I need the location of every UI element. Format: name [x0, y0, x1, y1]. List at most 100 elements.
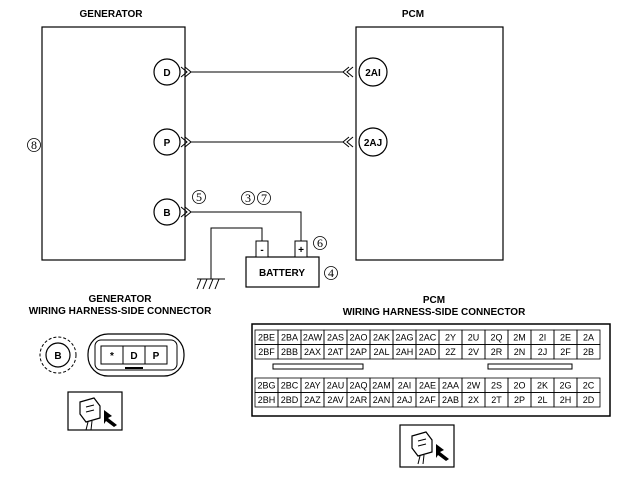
- pcm-pin-label: 2Z: [445, 347, 456, 357]
- battery-neg-terminal: -: [260, 245, 263, 256]
- svg-text:3: 3: [245, 191, 251, 205]
- gen-connector-single: B: [39, 336, 77, 374]
- pcm-pin-label: 2C: [583, 381, 595, 391]
- generator-title: GENERATOR: [80, 9, 144, 20]
- pcm-pin-label: 2AW: [303, 333, 323, 343]
- pcm-pin-label: 2AC: [419, 333, 437, 343]
- pcm-pin-label: 2AU: [327, 381, 345, 391]
- pcm-pin-label: 2U: [468, 333, 480, 343]
- pcm-connector-title-1: PCM: [423, 295, 445, 306]
- pcm-pin-label: 2H: [560, 395, 572, 405]
- battery-label: BATTERY: [259, 268, 305, 279]
- pcm-pin-label: 2BB: [281, 347, 298, 357]
- battery-pos-terminal: +: [298, 245, 304, 256]
- pcm-pin-label: 2AQ: [349, 381, 367, 391]
- pcm-slot-right: [487, 363, 573, 370]
- pcm-pin-label: 2Y: [445, 333, 456, 343]
- pcm-slot-left: [272, 363, 364, 370]
- svg-text:P: P: [153, 351, 160, 362]
- pcm-pin-label: 2AX: [304, 347, 321, 357]
- gen-connector-title-1: GENERATOR: [89, 294, 153, 305]
- svg-text:*: *: [110, 351, 114, 362]
- pcm-pin-label: 2AA: [442, 381, 459, 391]
- pcm-pin-label: 2BA: [281, 333, 298, 343]
- pcm-pin-label: 2D: [583, 395, 595, 405]
- pcm-pin-label: 2P: [514, 395, 525, 405]
- pcm-pin-label: 2AO: [349, 333, 367, 343]
- pcm-connector-grid: 2BE 2BA 2AW 2AS 2AO 2AK 2AG 2AC 2Y 2U 2Q 2M 2I 2E 2A 2B…: [254, 329, 601, 408]
- connector-view-icon: [399, 424, 455, 468]
- pcm-pin-label: 2T: [491, 395, 502, 405]
- pcm-pin-label: 2N: [514, 347, 526, 357]
- callout-7: 7: [257, 191, 271, 205]
- pcm-pin-label: 2AF: [419, 395, 436, 405]
- pcm-pin-label: 2Q: [490, 333, 502, 343]
- pcm-pin-label: 2AK: [373, 333, 390, 343]
- callout-8: 8: [27, 138, 41, 152]
- battery: - + BATTERY: [245, 240, 320, 288]
- pcm-pin-label: 2AZ: [304, 395, 321, 405]
- pcm-pin-2aj: 2AJ: [358, 127, 388, 157]
- pcm-cell: [576, 344, 601, 360]
- gen-connector-title-2: WIRING HARNESS-SIDE CONNECTOR: [29, 306, 212, 317]
- svg-text:2AI: 2AI: [365, 68, 381, 79]
- pcm-connector-frame: [251, 323, 611, 417]
- pcm-pin-label: 2BE: [258, 333, 275, 343]
- svg-text:2AJ: 2AJ: [364, 138, 382, 149]
- pcm-pin-2ai: 2AI: [358, 57, 388, 87]
- pcm-pin-label: 2K: [537, 381, 548, 391]
- generator-pin-d: D: [153, 58, 181, 86]
- pcm-pin-label: 2X: [468, 395, 479, 405]
- pcm-pin-label: 2I: [539, 333, 547, 343]
- pcm-pin-label: 2B: [583, 347, 594, 357]
- pcm-pin-label: 2L: [537, 395, 547, 405]
- svg-text:7: 7: [261, 191, 267, 205]
- pcm-pin-label: 2AD: [419, 347, 437, 357]
- pcm-pin-label: 2AN: [373, 395, 391, 405]
- callout-6: 6: [313, 236, 327, 250]
- pcm-pin-label: 2AB: [442, 395, 459, 405]
- pcm-pin-label: 2AH: [396, 347, 414, 357]
- pcm-pin-label: 2AT: [328, 347, 344, 357]
- pcm-pin-label: 2M: [513, 333, 526, 343]
- pcm-pin-label: 2BF: [258, 347, 275, 357]
- pcm-pin-label: 2AM: [372, 381, 391, 391]
- wire-p-2aj: [180, 136, 354, 148]
- svg-text:D: D: [130, 351, 137, 362]
- pcm-connector-title-2: WIRING HARNESS-SIDE CONNECTOR: [343, 307, 526, 318]
- connector-view-icon: [67, 391, 123, 431]
- pcm-pin-label: 2F: [560, 347, 571, 357]
- pcm-pin-label: 2BH: [258, 395, 276, 405]
- pcm-pin-label: 2AJ: [397, 395, 413, 405]
- svg-text:5: 5: [196, 190, 202, 204]
- pcm-pin-label: 2BG: [257, 381, 275, 391]
- pcm-pin-label: 2AP: [350, 347, 367, 357]
- pcm-pin-label: 2J: [538, 347, 548, 357]
- pcm-pin-label: 2A: [583, 333, 594, 343]
- svg-text:6: 6: [317, 236, 323, 250]
- pcm-pin-label: 2AR: [350, 395, 368, 405]
- pcm-pin-label: 2E: [560, 333, 571, 343]
- pcm-pin-label: 2BD: [281, 395, 299, 405]
- pcm-pin-label: 2S: [491, 381, 502, 391]
- svg-text:P: P: [164, 138, 171, 149]
- pcm-pin-label: 2AG: [395, 333, 413, 343]
- pcm-pin-label: 2AL: [373, 347, 389, 357]
- wire-d-2ai: [180, 66, 354, 78]
- pcm-pin-label: 2AS: [327, 333, 344, 343]
- pcm-pin-label: 2O: [513, 381, 525, 391]
- wire-b-battery: [180, 206, 302, 241]
- generator-pin-p: P: [153, 128, 181, 156]
- svg-text:4: 4: [328, 266, 334, 280]
- pcm-pin-label: 2BC: [281, 381, 299, 391]
- pcm-pin-label: 2W: [467, 381, 481, 391]
- pcm-pin-label: 2AE: [419, 381, 436, 391]
- svg-text:D: D: [163, 68, 170, 79]
- pcm-pin-label: 2G: [559, 381, 571, 391]
- callout-3: 3: [241, 191, 255, 205]
- callout-5: 5: [192, 190, 206, 204]
- pcm-pin-label: 2R: [491, 347, 503, 357]
- svg-text:B: B: [163, 208, 170, 219]
- svg-text:8: 8: [31, 138, 37, 152]
